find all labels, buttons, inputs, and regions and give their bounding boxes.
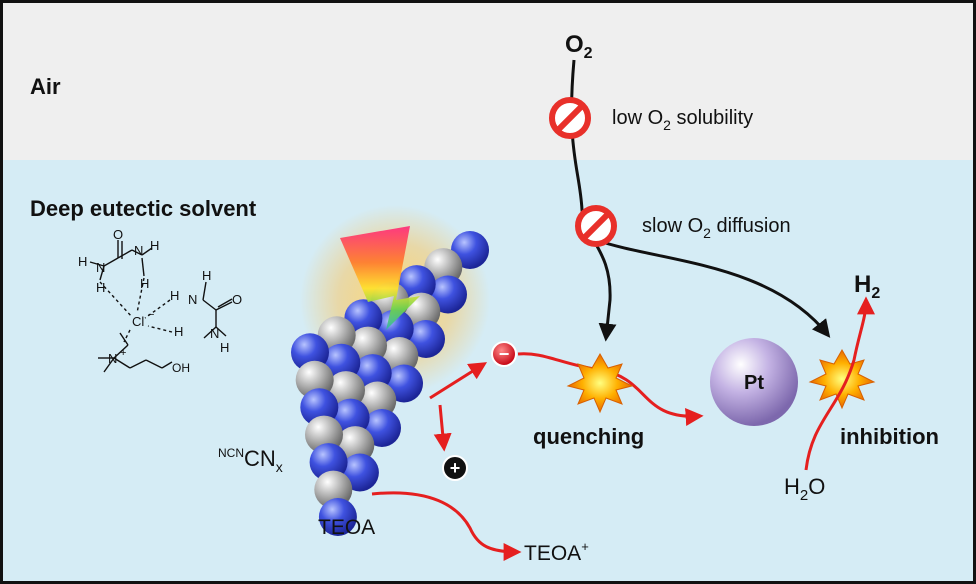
molecule-h: H [78, 254, 87, 269]
catalyst-label: NCNCNx [218, 446, 283, 475]
molecule-h: H [202, 268, 211, 283]
forbid-icon [549, 97, 591, 139]
molecule-n: N [210, 326, 219, 341]
hole-arrow [433, 404, 452, 452]
molecule-h: H [170, 288, 179, 303]
forbid-icon [575, 205, 617, 247]
teoa-label: TEOA [318, 516, 375, 539]
molecule-n-ammonium: N [108, 351, 117, 366]
molecule-chloride: Cl [132, 314, 144, 329]
water-to-hydrogen-arrow [804, 296, 875, 471]
quenching-label: quenching [533, 424, 644, 449]
molecule-n: N [134, 243, 143, 258]
o2-branch-path [595, 238, 831, 338]
inhibition-label: inhibition [840, 424, 939, 449]
water-label: H2O [784, 474, 825, 504]
nitrogen-atom-sphere [318, 498, 357, 536]
slow-diffusion-label: slow O2 diffusion [642, 215, 791, 241]
hole-charge: + [442, 455, 468, 481]
electron-arrow [429, 362, 488, 400]
deep-eutectic-molecule: N H O N H H H Cl − H N H O N H H N + OH [78, 227, 242, 375]
hole-sign: + [450, 458, 461, 478]
low-solubility-label: low O2 solubility [612, 107, 753, 133]
quenching-burst-icon [566, 352, 634, 414]
air-label: Air [30, 74, 61, 99]
electron-sign: − [499, 344, 510, 364]
teoa-plus-label: TEOA+ [524, 539, 589, 565]
pt-sphere [710, 338, 798, 426]
solvent-region [0, 160, 976, 584]
o2-label: O2 [565, 31, 593, 62]
h2-label: H2 [854, 271, 880, 302]
teoa-oxidation-arrow [371, 491, 522, 561]
molecule-o: O [232, 292, 242, 307]
molecule-h: H [150, 238, 159, 253]
light-beam-icon [340, 226, 420, 330]
molecule-n: N [188, 292, 197, 307]
inhibition-burst-icon [808, 348, 876, 410]
molecule-hydroxyl: OH [172, 361, 190, 375]
molecule-h: H [220, 340, 229, 355]
electron-charge: − [491, 341, 517, 367]
molecule-h: H [174, 324, 183, 339]
molecule-h: H [140, 276, 149, 291]
molecule-n-charge: + [120, 347, 126, 359]
solvent-label: Deep eutectic solvent [30, 196, 257, 221]
molecule-o: O [113, 227, 123, 242]
molecule-n: N [96, 260, 105, 275]
air-region [0, 0, 976, 160]
catalyst-cluster [291, 231, 489, 536]
molecule-h: H [96, 280, 105, 295]
molecule-cl-charge: − [148, 309, 154, 321]
pt-label: Pt [744, 372, 764, 394]
